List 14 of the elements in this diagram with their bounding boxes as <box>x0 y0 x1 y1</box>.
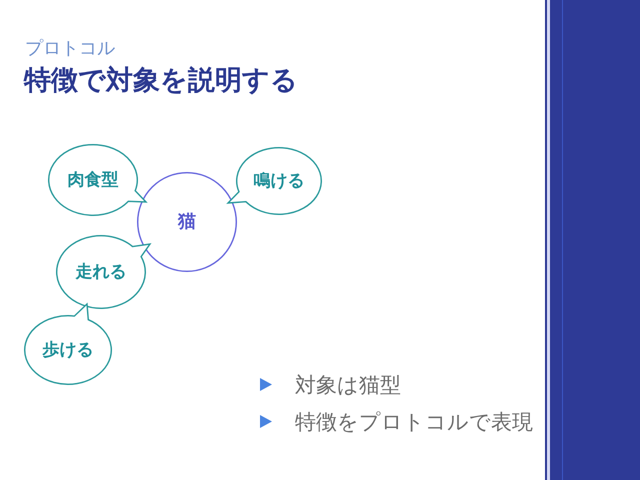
concept-label: 猫 <box>178 211 196 233</box>
bubble-text: 走れる <box>76 261 126 283</box>
bullet-text: 特徴をプロトコルで表現 <box>295 408 533 436</box>
speech-bubble <box>227 147 322 215</box>
speech-bubble <box>56 235 151 309</box>
speech-bubble <box>48 144 147 216</box>
bubble-text: 鳴ける <box>254 170 304 192</box>
bullet-text: 対象は猫型 <box>295 372 401 398</box>
concept-circle <box>137 172 237 272</box>
speech-bubble <box>24 303 112 385</box>
section-label: プロトコル <box>25 37 115 61</box>
bubble-text: 肉食型 <box>68 169 118 191</box>
bubble-text: 歩ける <box>42 339 94 361</box>
slide-title: 特徴で対象を説明する <box>24 64 298 98</box>
